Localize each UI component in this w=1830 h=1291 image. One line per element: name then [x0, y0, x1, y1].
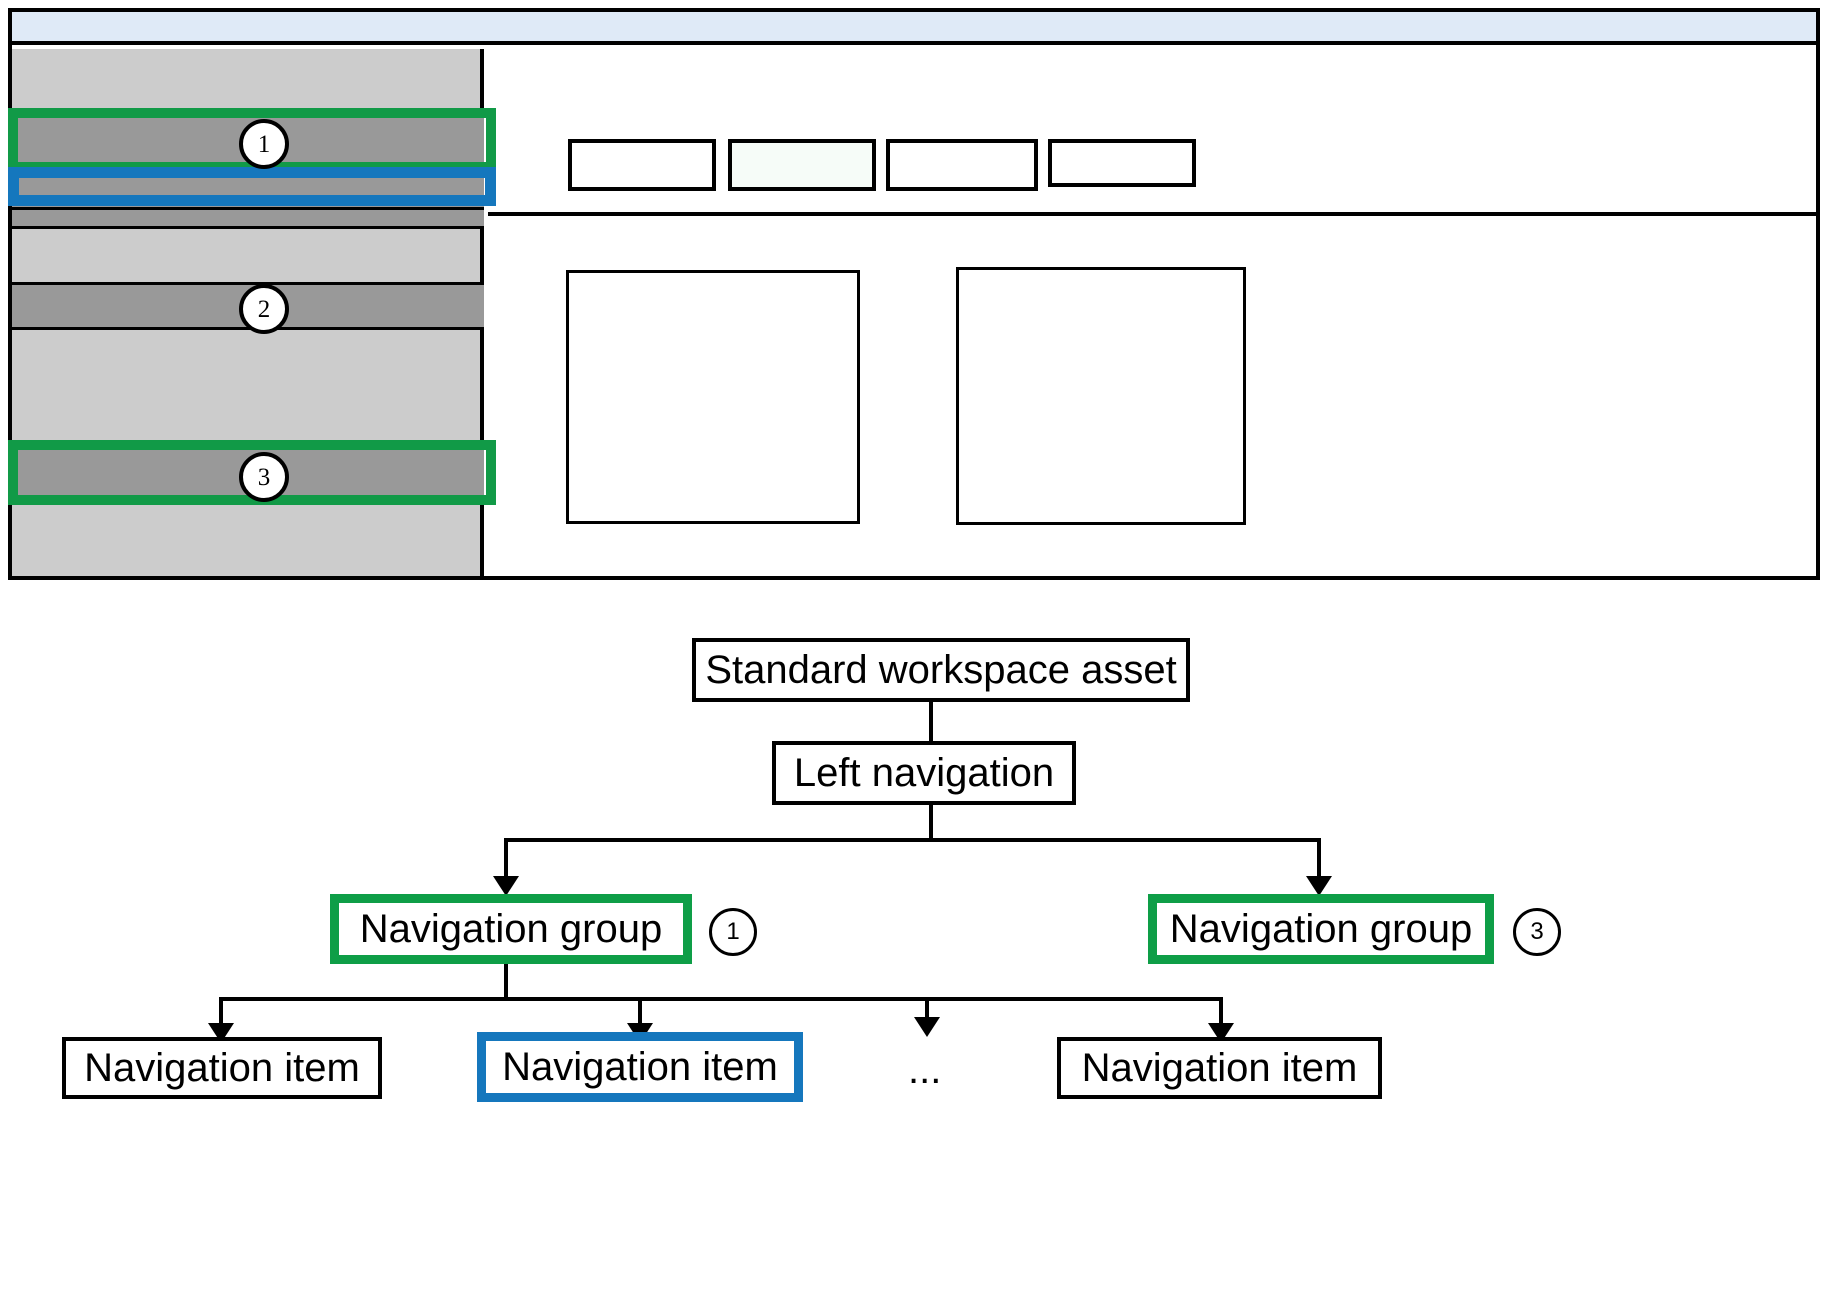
connector-item-2-drop: [638, 997, 642, 1027]
navigation-structure-tree: Standard workspace asset Left navigation…: [0, 596, 1830, 1291]
sidebar-item-plain[interactable]: [12, 207, 484, 229]
tree-node-navigation-item-1-label: Navigation item: [84, 1045, 360, 1090]
content-chip-1[interactable]: [568, 139, 716, 191]
tree-node-navigation-group-3: Navigation group: [1148, 894, 1494, 964]
tree-node-navigation-item-4-label: Navigation item: [1081, 1045, 1358, 1090]
tree-node-root-label: Standard workspace asset: [705, 647, 1177, 692]
tree-node-root: Standard workspace asset: [692, 638, 1190, 702]
connector-item-4-drop: [1219, 997, 1223, 1027]
connector-group1-down: [504, 964, 508, 999]
callout-badge-1: 1: [239, 119, 289, 169]
connector-item-1-drop: [219, 997, 223, 1027]
workspace-asset-mockup: 1 2 3: [8, 8, 1820, 580]
connector-root-to-leftnav: [929, 702, 933, 741]
tree-node-ellipsis: ...: [908, 1048, 942, 1092]
connector-items-bar: [219, 997, 1221, 1001]
tree-node-navigation-item-4: Navigation item: [1057, 1037, 1382, 1099]
connector-item-ellipsis-drop: [925, 997, 929, 1021]
app-header-bar: [12, 12, 1816, 45]
arrow-to-group-3: [1306, 876, 1332, 896]
content-divider: [488, 212, 1816, 216]
tree-badge-group-3: 3: [1513, 908, 1561, 956]
connector-group-1-drop: [504, 838, 508, 880]
content-card-2[interactable]: [956, 267, 1246, 525]
arrow-to-item-ellipsis: [914, 1017, 940, 1037]
connector-groups-bar: [504, 838, 1321, 842]
content-area: [488, 49, 1816, 576]
tree-badge-group-1: 1: [709, 908, 757, 956]
content-chip-2[interactable]: [728, 139, 876, 191]
tree-node-navigation-group-1: Navigation group: [330, 894, 692, 964]
connector-group-3-drop: [1317, 838, 1321, 880]
connector-leftnav-down: [929, 805, 933, 840]
content-card-1[interactable]: [566, 270, 860, 524]
tree-node-navigation-item-2: Navigation item: [477, 1032, 803, 1102]
tree-node-navigation-item-1: Navigation item: [62, 1037, 382, 1099]
callout-badge-3: 3: [239, 452, 289, 502]
tree-node-left-navigation-label: Left navigation: [793, 750, 1055, 795]
tree-node-navigation-item-2-label: Navigation item: [486, 1041, 794, 1093]
arrow-to-group-1: [493, 876, 519, 896]
tree-node-navigation-group-3-label: Navigation group: [1157, 903, 1485, 955]
content-chip-3[interactable]: [886, 139, 1038, 191]
tree-node-navigation-group-1-label: Navigation group: [339, 903, 683, 955]
content-chip-4[interactable]: [1048, 139, 1196, 187]
callout-badge-2: 2: [239, 284, 289, 334]
tree-node-left-navigation: Left navigation: [772, 741, 1076, 805]
